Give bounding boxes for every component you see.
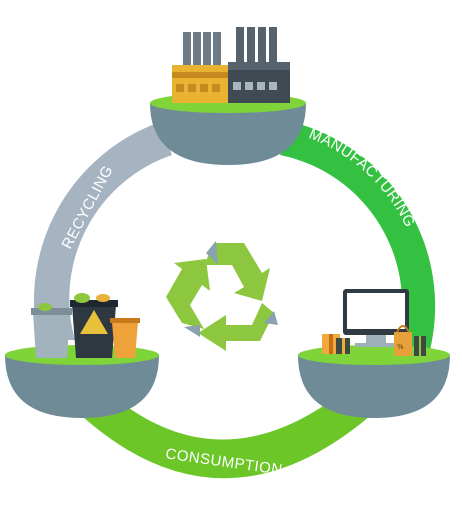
platform-right <box>298 345 450 418</box>
trash-bins-icon <box>31 293 140 358</box>
factory-icon <box>172 27 290 103</box>
computer-and-gifts-icon: % <box>322 289 426 356</box>
recycle-arrows-icon <box>166 241 278 351</box>
ring-segment-manufacturing <box>280 122 436 350</box>
cycle-ring <box>33 122 436 479</box>
svg-text:%: % <box>397 343 404 351</box>
ring-segment-recycling <box>33 122 173 340</box>
ring-segment-consumption <box>60 378 390 479</box>
